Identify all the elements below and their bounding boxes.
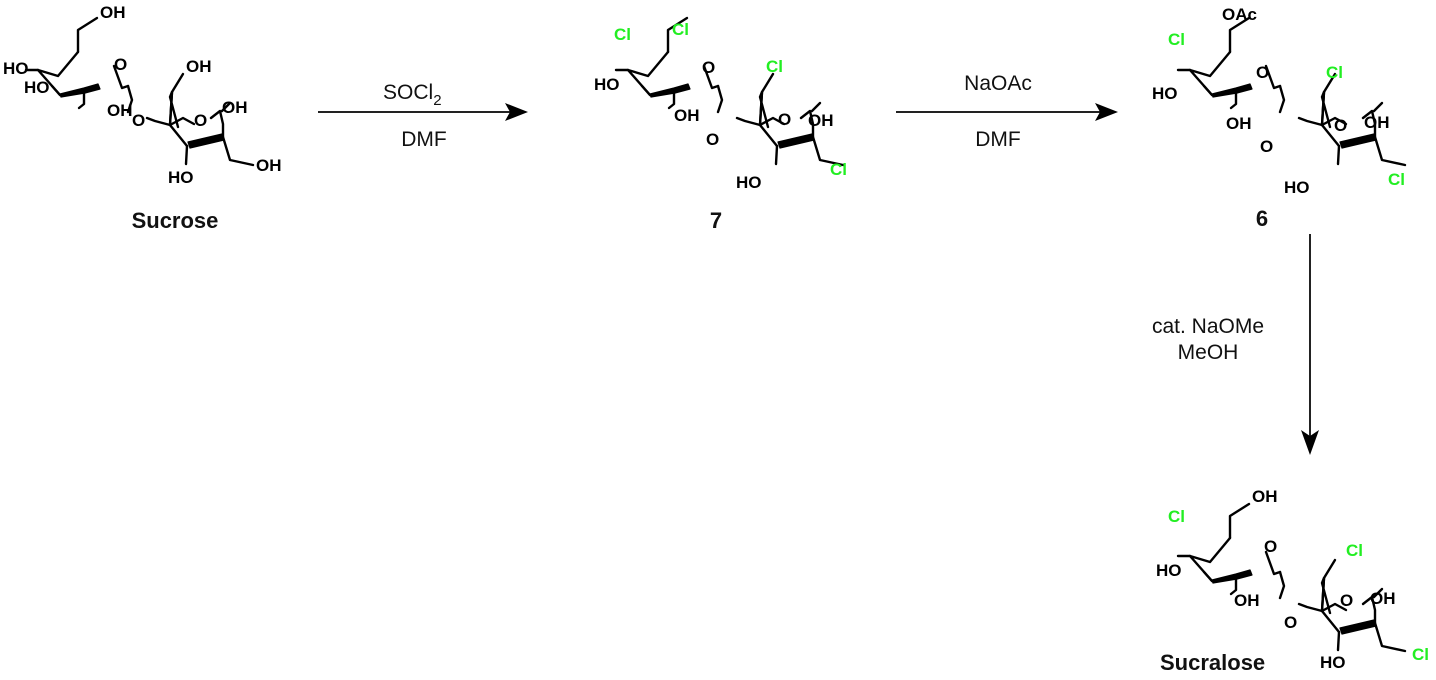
reaction-step-3: cat. NaOMe MeOH xyxy=(1152,234,1319,455)
compound-6-c2-label: OH xyxy=(1226,114,1252,133)
compound-7-c4-label: Cl xyxy=(614,25,631,44)
sucrose-c2p-oh-label: OH xyxy=(222,98,248,117)
compound-6-c2p-oh-label: OH xyxy=(1364,113,1390,132)
compound-6-furanose-oxygen: O xyxy=(1334,116,1347,135)
sucrose-name-label: Sucrose xyxy=(132,208,219,233)
sucrose-c1p-label: OH xyxy=(186,57,212,76)
step-2-arrowhead xyxy=(1095,103,1118,121)
compound-7-furanose-oxygen: O xyxy=(778,110,791,129)
step-3-reagent: cat. NaOMe xyxy=(1152,315,1264,338)
sucrose-c4-label: HO xyxy=(3,59,29,78)
molecule-compound-7: Cl Cl HO OH O O O Cl OH HO Cl 7 xyxy=(594,16,847,233)
molecule-sucrose: OH HO HO OH O O O OH OH HO OH Sucrose xyxy=(3,3,282,233)
sucrose-c3-label: HO xyxy=(24,78,50,97)
sucralose-name-label: Sucralose xyxy=(1160,650,1265,675)
compound-6-c4-label: Cl xyxy=(1168,30,1185,49)
step-2-reagent: NaOAc xyxy=(964,72,1032,95)
compound-7-c6-label: Cl xyxy=(672,20,689,39)
compound-7-skeleton xyxy=(614,16,845,167)
sucralose-c2p-oh-label: OH xyxy=(1370,589,1396,608)
sucralose-c3-label: HO xyxy=(1156,561,1182,580)
compound-7-glycosidic-oxygen: O xyxy=(706,130,719,149)
compound-7-c3p-label: HO xyxy=(736,173,762,192)
sucralose-glycosidic-oxygen: O xyxy=(1284,613,1297,632)
sucralose-ring-oxygen: O xyxy=(1264,537,1277,556)
compound-7-c1p-label: Cl xyxy=(766,57,783,76)
step-1-reagent: SOCl2 xyxy=(383,81,442,109)
step-2-solvent: DMF xyxy=(975,128,1021,151)
molecule-compound-6: OAc Cl HO OH O O O Cl OH HO Cl 6 xyxy=(1152,5,1407,231)
compound-6-glycosidic-oxygen: O xyxy=(1260,137,1273,156)
sucralose-c4-label: Cl xyxy=(1168,507,1185,526)
compound-6-skeleton xyxy=(1176,16,1407,167)
sucrose-c6-label: OH xyxy=(100,3,126,22)
sucrose-c2-label: OH xyxy=(107,101,133,120)
sucrose-ring-oxygen: O xyxy=(114,55,127,74)
sucrose-c6p-label: OH xyxy=(256,156,282,175)
sucrose-glycosidic-oxygen: O xyxy=(132,111,145,130)
sucrose-c3p-label: HO xyxy=(168,168,194,187)
molecule-sucralose: OH Cl HO OH O O O Cl OH HO Cl Sucralose xyxy=(1156,487,1429,675)
sucralose-c1p-label: Cl xyxy=(1346,541,1363,560)
compound-6-name-label: 6 xyxy=(1256,206,1268,231)
sucrose-furanose-oxygen: O xyxy=(194,111,207,130)
step-1-arrowhead xyxy=(505,103,528,121)
compound-6-c3-label: HO xyxy=(1152,84,1178,103)
sucralose-c6p-label: Cl xyxy=(1412,645,1429,664)
reaction-step-1: SOCl2 DMF xyxy=(318,81,528,151)
step-1-solvent: DMF xyxy=(401,128,447,151)
step-3-solvent: MeOH xyxy=(1178,341,1239,364)
compound-6-c1p-label: Cl xyxy=(1326,63,1343,82)
compound-6-c3p-label: HO xyxy=(1284,178,1310,197)
sucralose-c3p-label: HO xyxy=(1320,653,1346,672)
sucralose-c2-label: OH xyxy=(1234,591,1260,610)
compound-7-name-label: 7 xyxy=(710,208,722,233)
compound-6-c6p-label: Cl xyxy=(1388,170,1405,189)
reaction-step-2: NaOAc DMF xyxy=(896,72,1118,151)
step-3-arrowhead xyxy=(1301,430,1319,455)
compound-7-c2-label: OH xyxy=(674,106,700,125)
compound-6-ring-oxygen: O xyxy=(1256,63,1269,82)
compound-7-ring-oxygen: O xyxy=(702,58,715,77)
sucralose-furanose-oxygen: O xyxy=(1340,591,1353,610)
compound-7-c6p-label: Cl xyxy=(830,160,847,179)
sucralose-c6-label: OH xyxy=(1252,487,1278,506)
sucrose-skeleton xyxy=(24,16,255,167)
compound-7-c3-label: HO xyxy=(594,75,620,94)
compound-7-c2p-oh-label: OH xyxy=(808,111,834,130)
compound-6-c6-label: OAc xyxy=(1222,5,1257,24)
